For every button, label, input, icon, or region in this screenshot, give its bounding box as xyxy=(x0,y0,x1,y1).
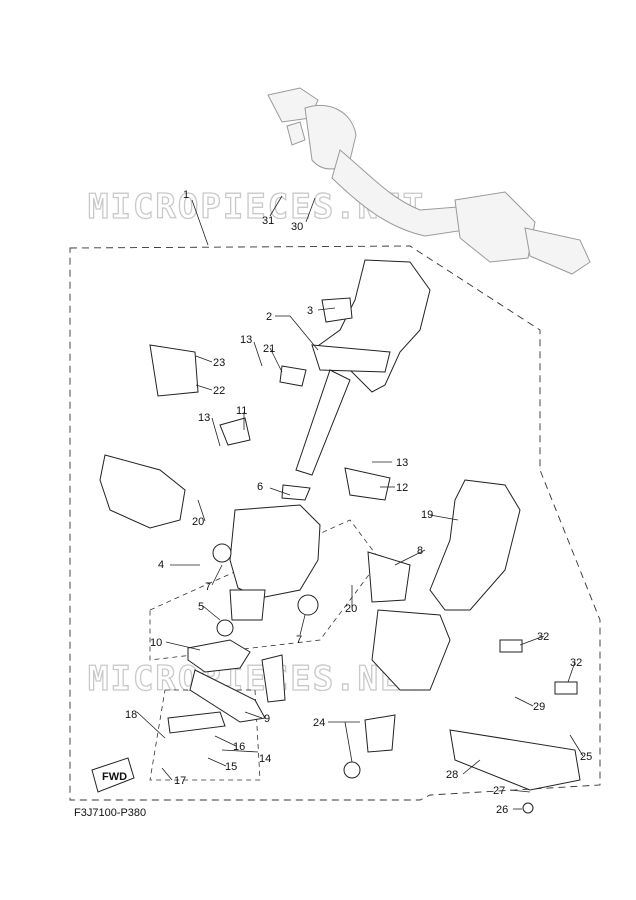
callout-13b: 13 xyxy=(198,412,210,424)
callout-7b: 7 xyxy=(296,634,302,646)
callout-13c: 13 xyxy=(396,457,408,469)
callout-28: 28 xyxy=(446,769,458,781)
callout-10: 10 xyxy=(150,637,162,649)
callout-12: 12 xyxy=(396,482,408,494)
callout-11: 11 xyxy=(236,405,247,417)
callout-3: 3 xyxy=(307,305,313,317)
watermark-bottom: MICROPIECES.NET xyxy=(88,659,425,699)
callout-27: 27 xyxy=(493,785,505,797)
callout-29: 29 xyxy=(533,701,545,713)
callout-19: 19 xyxy=(421,509,433,521)
callout-20b: 20 xyxy=(345,603,357,615)
callout-24: 24 xyxy=(313,717,325,729)
callout-32b: 32 xyxy=(570,657,582,669)
callout-5: 5 xyxy=(198,601,204,613)
callout-30: 30 xyxy=(291,221,303,233)
fwd-label: FWD xyxy=(102,771,127,783)
callout-1: 1 xyxy=(183,189,189,201)
callout-14: 14 xyxy=(259,753,271,765)
callout-17: 17 xyxy=(174,775,186,787)
callout-25: 25 xyxy=(580,751,592,763)
diagram-code: F3J7100-P380 xyxy=(74,807,146,819)
leader-lines xyxy=(136,195,584,810)
callout-labels: 1 2 3 4 5 6 7 7 8 9 10 11 12 13 13 13 14… xyxy=(125,189,592,816)
handlebar xyxy=(267,87,591,275)
callout-13a: 13 xyxy=(240,334,252,346)
callout-8: 8 xyxy=(417,545,423,557)
callout-9: 9 xyxy=(264,713,270,725)
callout-7a: 7 xyxy=(205,581,211,593)
callout-32a: 32 xyxy=(537,631,549,643)
callout-6: 6 xyxy=(257,481,263,493)
assembly-boundary xyxy=(69,245,601,801)
fwd-arrow-icon: FWD xyxy=(91,757,135,793)
callout-21: 21 xyxy=(263,343,275,355)
callout-16: 16 xyxy=(233,741,245,753)
right-side-parts xyxy=(343,479,581,814)
callout-15: 15 xyxy=(225,761,237,773)
callout-4: 4 xyxy=(158,559,164,571)
callout-20a: 20 xyxy=(192,516,204,528)
steering-housing xyxy=(99,344,391,734)
callout-22: 22 xyxy=(213,385,225,397)
subassembly-boundary-lower xyxy=(149,689,261,781)
callout-31: 31 xyxy=(262,215,274,227)
callout-23: 23 xyxy=(213,357,225,369)
steering-column xyxy=(279,259,431,476)
callout-26: 26 xyxy=(496,804,508,816)
callout-18: 18 xyxy=(125,709,137,721)
callout-2: 2 xyxy=(266,311,272,323)
